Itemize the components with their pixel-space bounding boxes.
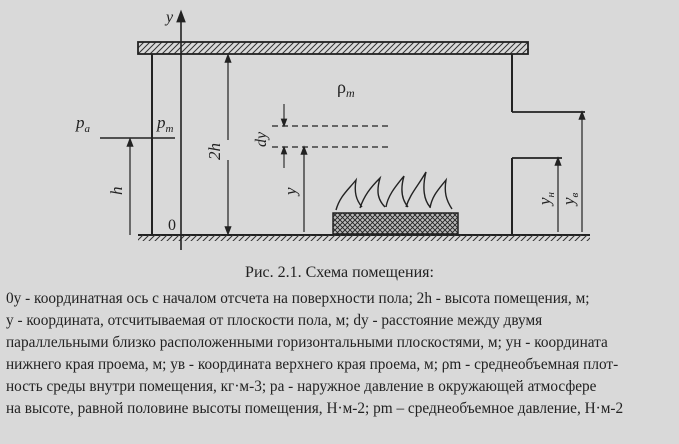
legend-line-2: y - координата, отсчитываемая от плоскос… (6, 312, 543, 329)
legend-line-3: параллельными близко расположенными гори… (6, 334, 608, 351)
ceiling (137, 41, 529, 55)
y-label: y (281, 187, 300, 197)
density-label: ρm (337, 77, 355, 100)
origin-label: 0 (168, 217, 176, 234)
outside-pressure-label: pa (75, 113, 91, 135)
dy-label: dy (253, 131, 270, 147)
h-label: h (107, 187, 126, 196)
y-axis-label: y (164, 9, 174, 26)
flames (335, 171, 453, 211)
yv-label: yв (559, 192, 581, 207)
room-diagram: y 0 ρm pa pm h 2h dy y yн yв (75, 9, 590, 250)
legend-line-1: 0y - координатная ось с началом отсчета … (6, 290, 590, 307)
figure-legend: 0y - координатная ось с началом отсчета … (6, 288, 674, 420)
fuel-bed (332, 212, 459, 235)
legend-line-6: на высоте, равной половине высоты помеще… (6, 400, 624, 417)
legend-line-5: ность среды внутри помещения, кг·м-3; pа… (6, 378, 597, 395)
yn-label: yн (535, 191, 557, 207)
2h-label: 2h (205, 143, 224, 160)
inside-pressure-label: pm (156, 113, 174, 135)
figure-caption: Рис. 2.1. Схема помещения: (245, 264, 434, 281)
floor-hatch (138, 235, 590, 241)
legend-line-4: нижнего края проема, м; yв - координата … (6, 356, 619, 373)
